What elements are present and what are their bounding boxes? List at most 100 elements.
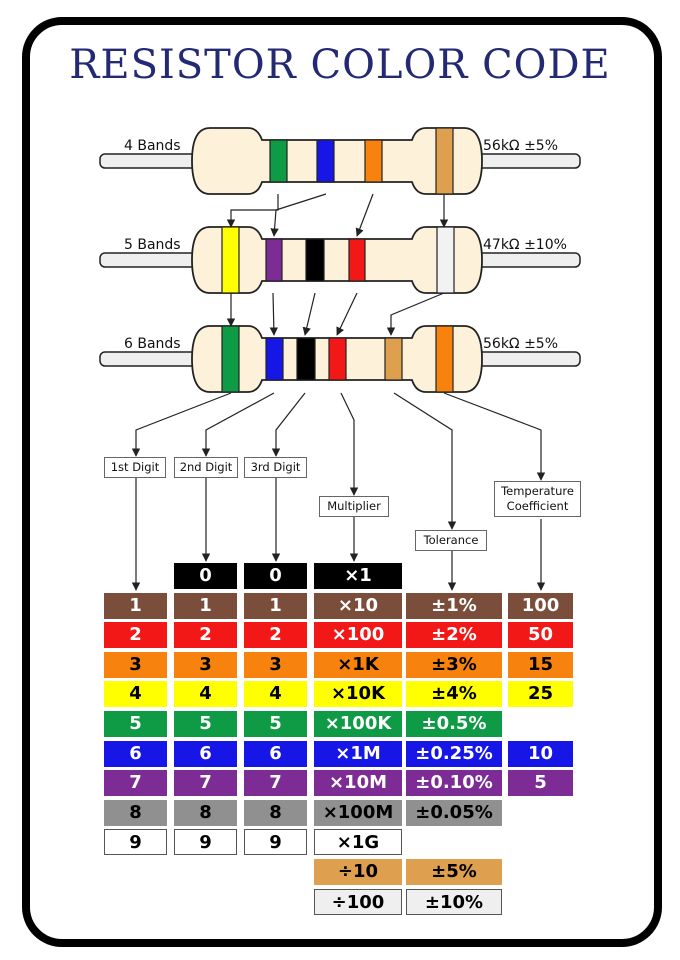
table-cell-white-d2: 9 bbox=[174, 829, 237, 856]
resistor-value-5-bands: 47kΩ ±10% bbox=[483, 237, 567, 253]
table-cell-blue-d2: 6 bbox=[174, 740, 237, 767]
table-cell-violet-d2: 7 bbox=[174, 770, 237, 797]
table-cell-white-mult: ×1G bbox=[314, 829, 402, 856]
table-cell-silver-tol: ±10% bbox=[406, 888, 502, 915]
table-cell-blue-mult: ×1M bbox=[314, 740, 402, 767]
table-cell-orange-d1: 3 bbox=[104, 651, 167, 678]
table-cell-black-d2: 0 bbox=[174, 563, 237, 589]
table-cell-white-d1: 9 bbox=[104, 829, 167, 856]
resistor-4-bands bbox=[99, 127, 581, 195]
connector-arrow bbox=[386, 292, 445, 336]
resistor-body bbox=[191, 226, 483, 294]
table-cell-green-tol: ±0.5% bbox=[406, 711, 502, 737]
table-cell-grey-mult: ×100M bbox=[314, 799, 402, 826]
connector-arrow bbox=[443, 392, 546, 481]
table-cell-violet-tol: ±0.10% bbox=[406, 770, 502, 797]
table-cell-yellow-d2: 4 bbox=[174, 681, 237, 708]
resistor-band bbox=[221, 226, 240, 294]
table-cell-grey-d2: 8 bbox=[174, 799, 237, 826]
table-cell-orange-d2: 3 bbox=[174, 651, 237, 678]
table-cell-violet-d1: 7 bbox=[104, 770, 167, 797]
connector-arrow bbox=[340, 392, 359, 496]
connector-arrow bbox=[226, 194, 279, 228]
resistor-value-6-bands: 56kΩ ±5% bbox=[483, 336, 559, 352]
table-cell-red-tol: ±2% bbox=[406, 622, 502, 649]
resistor-band bbox=[436, 226, 455, 294]
connector-arrow bbox=[393, 392, 457, 530]
connector-arrow bbox=[201, 392, 275, 457]
resistor-value-4-bands: 56kΩ ±5% bbox=[483, 138, 559, 154]
table-cell-blue-d1: 6 bbox=[104, 740, 167, 767]
table-cell-red-mult: ×100 bbox=[314, 622, 402, 649]
table-cell-orange-d3: 3 bbox=[244, 651, 307, 678]
resistor-band bbox=[305, 238, 325, 282]
table-cell-yellow-d3: 4 bbox=[244, 681, 307, 708]
table-cell-yellow-mult: ×10K bbox=[314, 681, 402, 708]
table-cell-grey-d1: 8 bbox=[104, 799, 167, 826]
connector-arrow bbox=[355, 193, 374, 237]
resistor-5-bands bbox=[99, 226, 581, 294]
resistor-band bbox=[435, 325, 454, 393]
table-cell-brown-mult: ×10 bbox=[314, 592, 402, 619]
table-cell-violet-mult: ×10M bbox=[314, 770, 402, 797]
resistor-label-5-bands: 5 Bands bbox=[124, 237, 181, 253]
table-cell-yellow-d1: 4 bbox=[104, 681, 167, 708]
connector-arrow bbox=[302, 292, 316, 336]
table-cell-gold-mult: ÷10 bbox=[314, 859, 402, 885]
category-temperature-coefficient: Temperature Coefficient bbox=[494, 481, 581, 517]
resistor-band bbox=[328, 337, 347, 381]
category-multiplier: Multiplier bbox=[319, 496, 389, 517]
table-cell-brown-temp: 100 bbox=[508, 592, 573, 619]
table-cell-black-d3: 0 bbox=[244, 563, 307, 589]
resistor-band bbox=[316, 139, 335, 183]
table-cell-brown-d2: 1 bbox=[174, 592, 237, 619]
connector-arrow bbox=[269, 292, 279, 336]
table-cell-orange-tol: ±3% bbox=[406, 651, 502, 678]
resistor-band bbox=[348, 238, 366, 282]
table-cell-blue-tol: ±0.25% bbox=[406, 740, 502, 767]
connector-arrow bbox=[270, 193, 327, 237]
resistor-body bbox=[191, 127, 483, 195]
table-cell-red-d3: 2 bbox=[244, 622, 307, 649]
resistor-6-bands bbox=[99, 325, 581, 393]
table-cell-black-mult: ×1 bbox=[314, 563, 402, 589]
table-cell-violet-d3: 7 bbox=[244, 770, 307, 797]
resistor-band bbox=[435, 127, 454, 195]
table-cell-brown-tol: ±1% bbox=[406, 592, 502, 619]
resistor-band bbox=[269, 139, 288, 183]
category-2nd-digit: 2nd Digit bbox=[174, 457, 238, 478]
table-cell-red-d1: 2 bbox=[104, 622, 167, 649]
category-1st-digit: 1st Digit bbox=[104, 457, 166, 478]
connector-arrow bbox=[336, 292, 358, 336]
table-cell-blue-d3: 6 bbox=[244, 740, 307, 767]
table-cell-gold-tol: ±5% bbox=[406, 859, 502, 885]
resistor-label-4-bands: 4 Bands bbox=[124, 138, 181, 154]
table-cell-brown-d3: 1 bbox=[244, 592, 307, 619]
table-cell-red-d2: 2 bbox=[174, 622, 237, 649]
category-temperature-line: Temperature bbox=[501, 484, 574, 498]
poster-title: RESISTOR COLOR CODE bbox=[69, 42, 611, 88]
resistor-band bbox=[265, 238, 283, 282]
table-cell-green-d3: 5 bbox=[244, 711, 307, 737]
table-cell-blue-temp: 10 bbox=[508, 740, 573, 767]
table-cell-silver-mult: ÷100 bbox=[314, 888, 402, 915]
table-cell-green-d1: 5 bbox=[104, 711, 167, 737]
table-cell-brown-d1: 1 bbox=[104, 592, 167, 619]
table-cell-orange-mult: ×1K bbox=[314, 651, 402, 678]
table-cell-yellow-temp: 25 bbox=[508, 681, 573, 708]
category-3rd-digit: 3rd Digit bbox=[244, 457, 307, 478]
resistor-band bbox=[364, 139, 383, 183]
table-cell-white-d3: 9 bbox=[244, 829, 307, 856]
table-cell-grey-tol: ±0.05% bbox=[406, 799, 502, 826]
category-tolerance: Tolerance bbox=[415, 530, 487, 551]
resistor-band bbox=[384, 337, 403, 381]
category-coefficient-line: Coefficient bbox=[506, 499, 569, 513]
resistor-band bbox=[221, 325, 240, 393]
table-cell-grey-d3: 8 bbox=[244, 799, 307, 826]
resistor-label-6-bands: 6 Bands bbox=[124, 336, 181, 352]
table-cell-violet-temp: 5 bbox=[508, 770, 573, 797]
table-cell-green-d2: 5 bbox=[174, 711, 237, 737]
resistor-band bbox=[265, 337, 284, 381]
resistor-band bbox=[296, 337, 316, 381]
